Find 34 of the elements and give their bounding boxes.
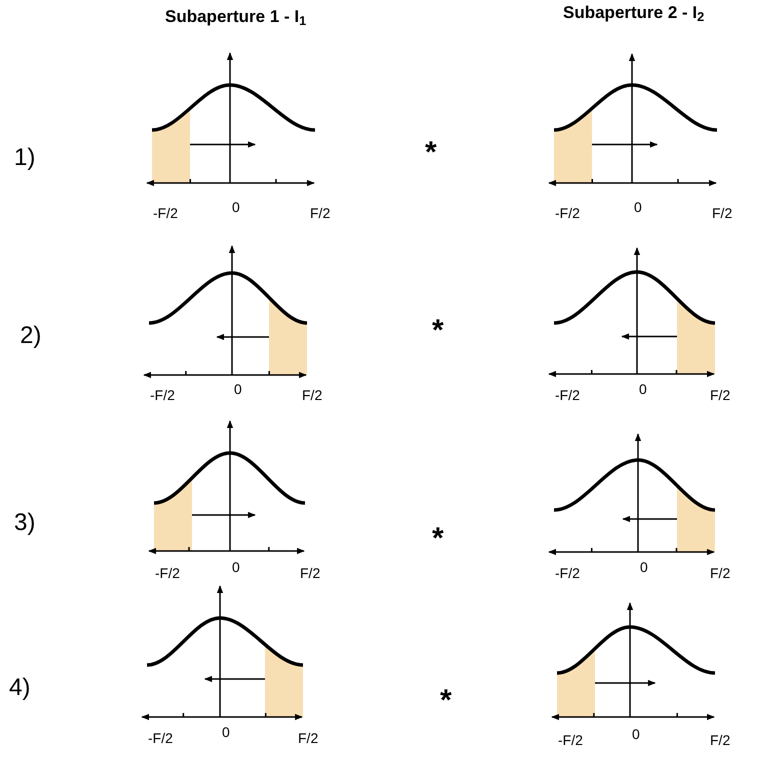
axis-tick-label: -F/2 bbox=[558, 731, 583, 750]
row-number: 2) bbox=[20, 321, 42, 351]
axis-tick-label: -F/2 bbox=[153, 204, 178, 223]
axis-tick-label: 0 bbox=[222, 723, 230, 742]
convolution-symbol: * bbox=[432, 524, 444, 554]
axis-tick-label: F/2 bbox=[302, 386, 322, 405]
axis-tick-label: 0 bbox=[634, 198, 642, 217]
convolution-symbol: * bbox=[425, 138, 437, 168]
convolution-symbol: * bbox=[432, 316, 444, 346]
axis-tick-label: F/2 bbox=[712, 204, 732, 223]
convolution-symbol: * bbox=[440, 686, 452, 716]
axis-tick-label: F/2 bbox=[310, 204, 330, 223]
axis-tick-label: F/2 bbox=[298, 729, 318, 748]
axis-tick-label: 0 bbox=[632, 725, 640, 744]
row-number: 1) bbox=[14, 143, 36, 173]
plot-title: Subaperture 2 - I$_{2}$ bbox=[563, 2, 704, 26]
axis-tick-label: F/2 bbox=[710, 386, 730, 405]
axis-tick-label: 0 bbox=[232, 558, 240, 577]
plot-title: Subaperture 1 - I$_{1}$ bbox=[165, 6, 306, 30]
axis-tick-label: -F/2 bbox=[555, 204, 580, 223]
axis-tick-label: 0 bbox=[640, 558, 648, 577]
axis-tick-label: -F/2 bbox=[150, 386, 175, 405]
axis-tick-label: -F/2 bbox=[555, 564, 580, 583]
axis-tick-label: 0 bbox=[639, 380, 647, 399]
row-number: 4) bbox=[9, 673, 30, 703]
axis-tick-label: -F/2 bbox=[148, 729, 173, 748]
axis-tick-label: F/2 bbox=[710, 731, 730, 750]
axis-tick-label: F/2 bbox=[710, 564, 730, 583]
axis-tick-label: -F/2 bbox=[555, 386, 580, 405]
axis-tick-label: F/2 bbox=[300, 564, 320, 583]
axis-tick-label: -F/2 bbox=[155, 564, 180, 583]
row-number: 3) bbox=[14, 508, 36, 538]
axis-tick-label: 0 bbox=[232, 198, 240, 217]
axis-tick-label: 0 bbox=[234, 380, 242, 399]
